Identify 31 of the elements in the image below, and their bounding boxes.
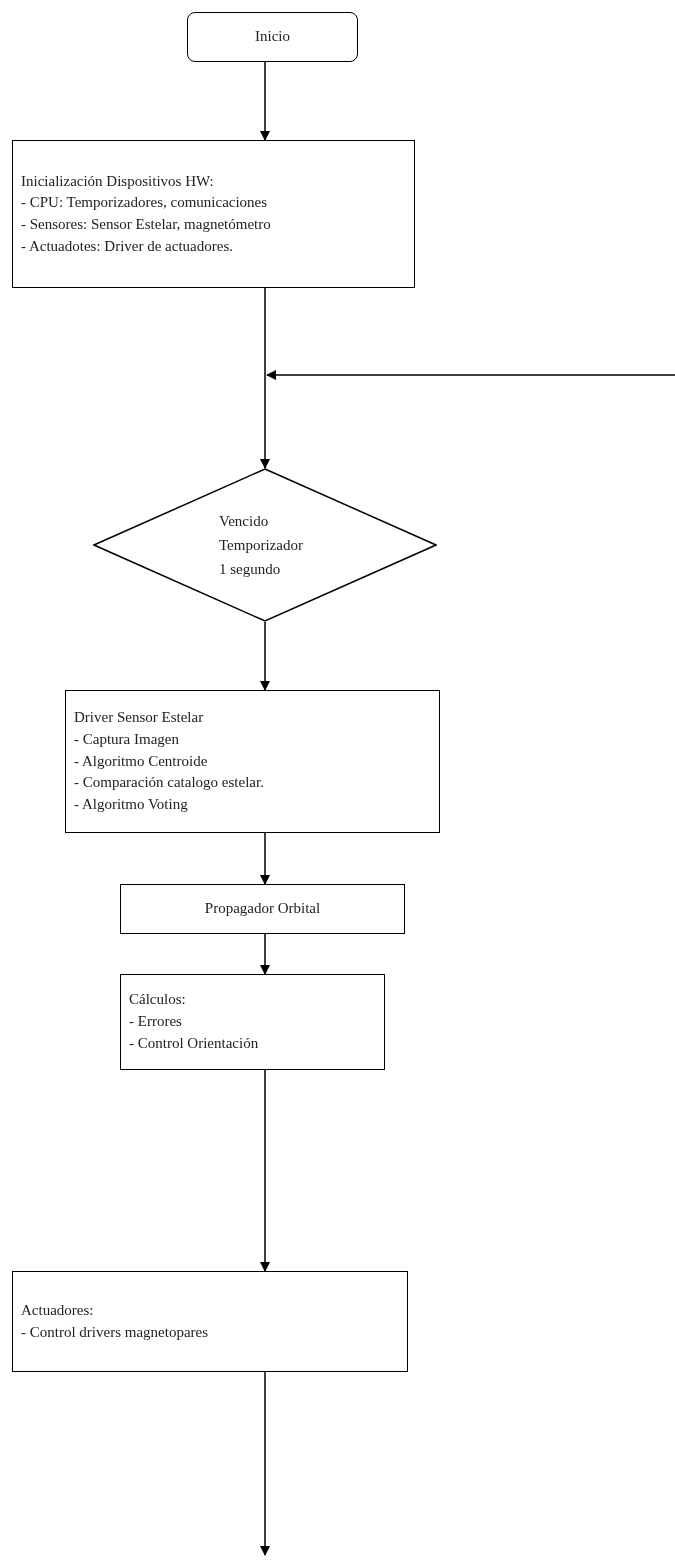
process-box bbox=[12, 1271, 408, 1372]
box-heading: Driver Sensor Estelar bbox=[74, 708, 205, 728]
list-item: - Sensores: Sensor Estelar, magnetómetro bbox=[21, 215, 272, 234]
arrow bbox=[260, 832, 270, 885]
process-box bbox=[65, 690, 440, 833]
list-item: - Comparación catalogo estelar. bbox=[74, 773, 265, 793]
box-heading: Actuadores: bbox=[21, 1300, 95, 1320]
process-box bbox=[120, 974, 385, 1070]
arrow bbox=[260, 933, 270, 975]
process-box bbox=[12, 140, 415, 288]
list-item: - Errores bbox=[129, 1012, 183, 1032]
decision-text: Vencido Temporizador 1 segundo bbox=[219, 512, 304, 579]
process-box bbox=[120, 884, 405, 934]
list-item: - Actuadotes: Driver de actuadores. bbox=[21, 236, 234, 256]
arrow bbox=[260, 1069, 270, 1272]
list-item: - CPU: Temporizadores, comunicaciones bbox=[21, 193, 269, 213]
arrow bbox=[260, 621, 270, 691]
list-item: - Captura Imagen bbox=[74, 729, 180, 749]
box-heading: Cálculos: bbox=[129, 990, 187, 1010]
arrow bbox=[260, 61, 270, 141]
start-terminal bbox=[187, 12, 358, 62]
box-heading: Inicialización Dispositivos HW: bbox=[21, 171, 215, 191]
box-text: Inicio bbox=[255, 27, 290, 47]
box-text: Propagador Orbital bbox=[204, 899, 321, 919]
arrow bbox=[266, 370, 675, 380]
list-item: - Control drivers magnetopares bbox=[21, 1322, 210, 1342]
arrow bbox=[260, 287, 270, 469]
arrow bbox=[260, 1371, 270, 1556]
list-item: - Algoritmo Voting bbox=[74, 795, 189, 815]
list-item: - Algoritmo Centroide bbox=[74, 751, 209, 771]
list-item: - Control Orientación bbox=[129, 1033, 260, 1053]
